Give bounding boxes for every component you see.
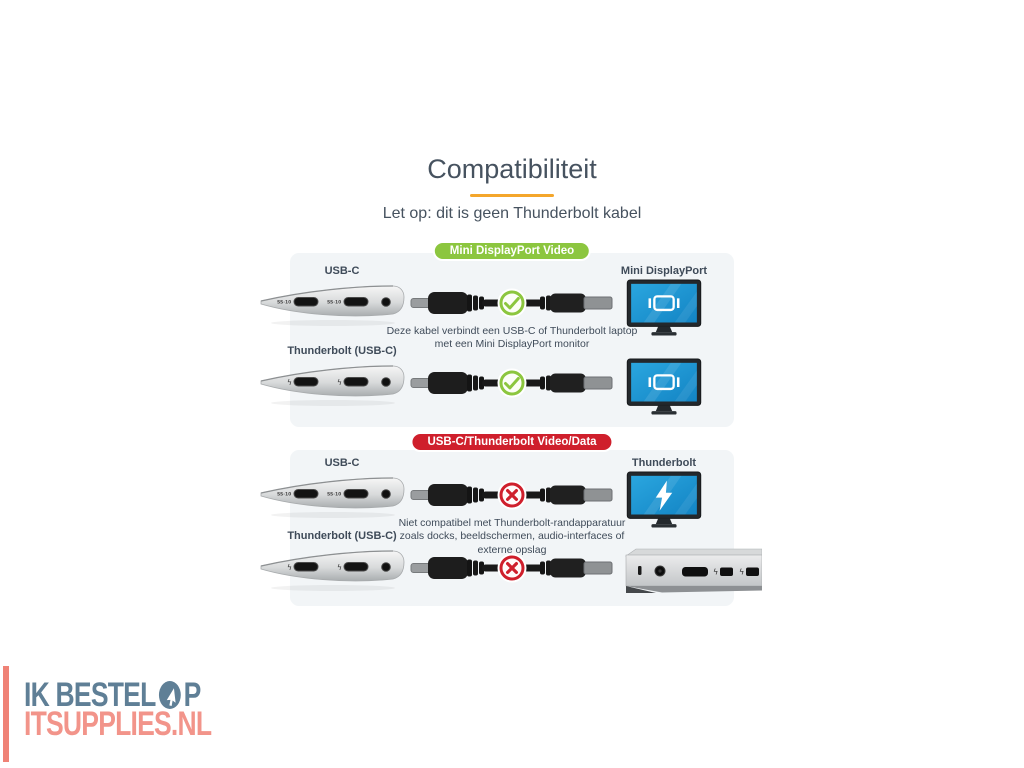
- logo-line2: ITSUPPLIES.NL: [24, 705, 212, 743]
- laptop-usbc-image: [260, 281, 406, 327]
- monitor-mini-displayport-image: [626, 358, 702, 416]
- logo-line1: IK BESTEL P: [24, 676, 202, 714]
- page-title: Compatibiliteit: [427, 154, 597, 184]
- cable-with-cross-icon: [410, 478, 614, 512]
- label-usb-c: USB-C: [324, 265, 360, 277]
- label-thunderbolt: Thunderbolt: [631, 457, 697, 469]
- logo-line1-suffix: P: [183, 676, 202, 714]
- laptop-thunderbolt-image: [260, 361, 406, 407]
- cable-with-cross-icon: [410, 551, 614, 585]
- cable-with-check-icon: [410, 286, 614, 320]
- laptop-usbc-image: [260, 473, 406, 519]
- cable-with-check-icon: [410, 366, 614, 400]
- label-thunderbolt-usb-c: Thunderbolt (USB-C): [287, 345, 397, 357]
- thunderbolt-dock-image: [622, 546, 762, 594]
- logo-line1-text: IK BESTEL: [24, 676, 156, 714]
- badge-mini-displayport-video: Mini DisplayPort Video: [432, 241, 592, 261]
- label-usb-c: USB-C: [324, 457, 360, 469]
- logo-cursor-o-icon: [158, 681, 181, 709]
- laptop-thunderbolt-image: [260, 546, 406, 592]
- label-thunderbolt-usb-c: Thunderbolt (USB-C): [287, 530, 397, 542]
- label-mini-displayport: Mini DisplayPort: [620, 265, 708, 277]
- logo-accent-bar: [3, 666, 9, 762]
- page-subtitle: Let op: dit is geen Thunderbolt kabel: [382, 205, 642, 222]
- badge-usbc-thunderbolt-video-data: USB-C/Thunderbolt Video/Data: [410, 432, 614, 452]
- description-compatible: Deze kabel verbindt een USB-C of Thunder…: [386, 325, 638, 351]
- title-underline: [470, 194, 554, 197]
- description-not-compatible: Niet compatibel met Thunderbolt-randappa…: [398, 517, 626, 556]
